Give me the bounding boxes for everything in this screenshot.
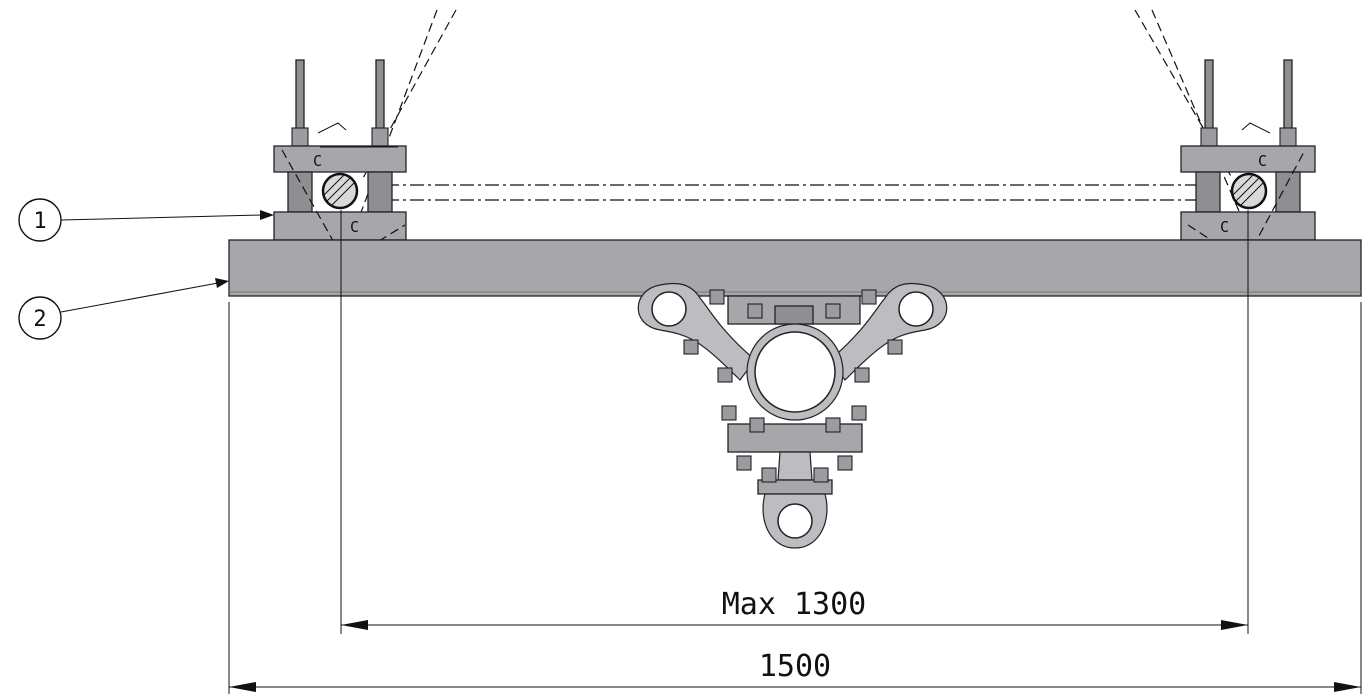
balloon-1: 1 — [18, 198, 274, 242]
section-mark-right-lower: C — [1220, 218, 1229, 236]
dimension-outer-label: 1500 — [759, 649, 831, 684]
dimension-inner-label: Max 1300 — [722, 587, 867, 622]
dimension-inner: Max 1300 — [341, 587, 1248, 630]
clamp-assembly-left: C C — [273, 59, 407, 263]
clamp-assembly-right: C C — [1180, 59, 1316, 263]
section-mark-left-lower: C — [350, 218, 359, 236]
main-beam — [228, 239, 1362, 297]
balloon-2: 2 — [18, 278, 229, 340]
svg-text:2: 2 — [33, 307, 46, 332]
dimension-outer: 1500 — [229, 649, 1361, 692]
cable-centerlines — [385, 184, 1200, 201]
section-mark-right-upper: C — [1258, 152, 1267, 170]
center-hanger — [637, 282, 948, 549]
section-mark-left-upper: C — [313, 152, 322, 170]
svg-text:1: 1 — [33, 209, 46, 234]
dimension-extension-lines — [228, 210, 1362, 694]
